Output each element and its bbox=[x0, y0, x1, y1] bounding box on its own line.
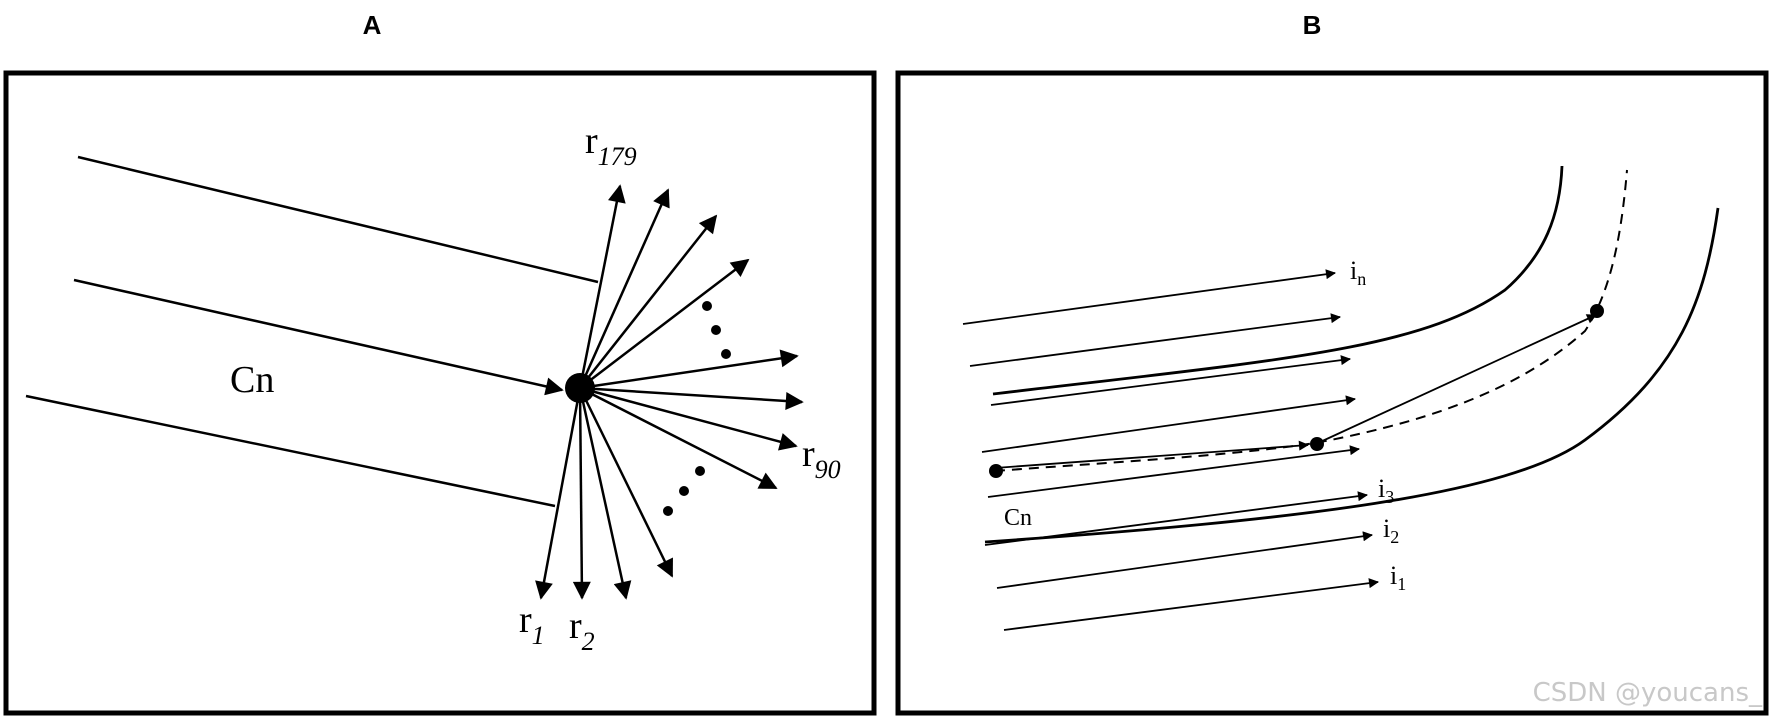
arrow-in bbox=[962, 269, 1336, 325]
arrow bbox=[969, 313, 1341, 367]
label-in: in bbox=[1350, 256, 1366, 289]
trace-point-end bbox=[1590, 304, 1604, 318]
arrow-i2 bbox=[996, 531, 1373, 589]
panel-b-curves bbox=[984, 165, 1720, 544]
ray-fan bbox=[535, 184, 804, 600]
ray-arrow bbox=[578, 387, 632, 600]
ray-r179-arrow bbox=[578, 184, 626, 389]
arrow-i1 bbox=[1003, 578, 1379, 631]
watermark-text: CSDN @youcans_ bbox=[1533, 678, 1763, 708]
ray-arrow bbox=[579, 386, 804, 410]
center-line-arrow bbox=[73, 278, 564, 396]
cn-label: Cn bbox=[230, 359, 274, 401]
panel-b-arrows bbox=[962, 269, 1597, 631]
label-r179: r179 bbox=[585, 120, 637, 171]
ray-r90-arrow bbox=[579, 386, 798, 451]
label-r90: r90 bbox=[802, 433, 841, 484]
lower-boundary-curve bbox=[984, 207, 1720, 544]
panel-a-letter: A bbox=[363, 10, 382, 40]
label-i2: i2 bbox=[1383, 514, 1399, 547]
arrow bbox=[990, 355, 1351, 406]
panel-a-frame bbox=[3, 70, 877, 716]
ray-r2-arrow bbox=[572, 387, 591, 600]
label-r1: r1 bbox=[519, 599, 545, 650]
trace-arrow-1 bbox=[994, 440, 1309, 469]
label-r2: r2 bbox=[569, 605, 595, 656]
trace-point-start bbox=[989, 464, 1003, 478]
panel-b-frame bbox=[895, 70, 1769, 716]
arrow bbox=[987, 445, 1360, 498]
panel-b-trace-points bbox=[989, 304, 1604, 478]
upper-boundary-line bbox=[77, 155, 599, 284]
ray-arrow bbox=[578, 387, 674, 578]
cn-label-b: Cn bbox=[1004, 505, 1032, 531]
panel-a-boundary-lines bbox=[25, 155, 599, 508]
trace-arrow-2 bbox=[1317, 314, 1597, 444]
dashed-centerline-curve bbox=[994, 169, 1628, 472]
ray-arrow bbox=[578, 188, 670, 389]
ray-arrow bbox=[579, 349, 799, 390]
arrow bbox=[981, 395, 1356, 453]
panel-b-letter: B bbox=[1303, 10, 1322, 40]
arrow-i3 bbox=[984, 491, 1368, 546]
ray-arrow bbox=[579, 214, 718, 389]
ellipsis-dots-lower bbox=[663, 466, 705, 516]
label-i3: i3 bbox=[1378, 474, 1394, 507]
ray-arrow bbox=[579, 258, 750, 389]
ray-arrow bbox=[579, 386, 778, 490]
ray-r1-arrow bbox=[535, 387, 582, 600]
ellipsis-dots-upper bbox=[702, 301, 731, 359]
upper-boundary-curve bbox=[992, 165, 1564, 396]
lower-boundary-line bbox=[25, 394, 556, 508]
trace-point-middle bbox=[1310, 437, 1324, 451]
label-i1: i1 bbox=[1390, 561, 1406, 594]
